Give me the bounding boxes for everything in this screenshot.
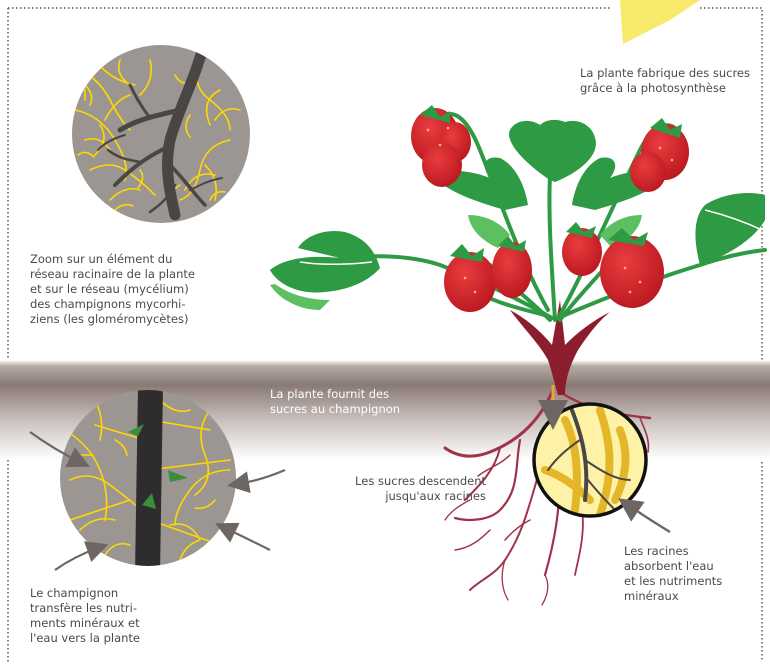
strawberry — [422, 143, 462, 187]
zoom-circle-root-network — [70, 40, 250, 223]
strawberry — [630, 152, 666, 192]
leaf-left-large — [270, 231, 380, 293]
leaf-top-center — [509, 120, 596, 182]
label-sugars-to-fungus: La plante fournit des sucres au champign… — [270, 387, 400, 417]
zoom-circle-root-tip — [534, 404, 646, 516]
label-zoom: Zoom sur un élément du réseau racinaire … — [30, 252, 195, 327]
label-fungus-transfers: Le champignon transfère les nutri- ments… — [30, 586, 140, 646]
label-roots-absorb: Les racines absorbent l'eau et les nutri… — [624, 544, 722, 604]
sun-ray — [620, 0, 700, 44]
label-photosynthesis: La plante fabrique des sucres grâce à la… — [580, 66, 750, 96]
strawberry — [600, 236, 664, 308]
strawberry-plant — [270, 105, 765, 395]
strawberry — [444, 252, 496, 312]
absorb-arrow — [628, 505, 670, 532]
label-sugars-descend: Les sucres descendent jusqu'aux racines — [340, 474, 486, 504]
strawberry — [492, 242, 532, 298]
